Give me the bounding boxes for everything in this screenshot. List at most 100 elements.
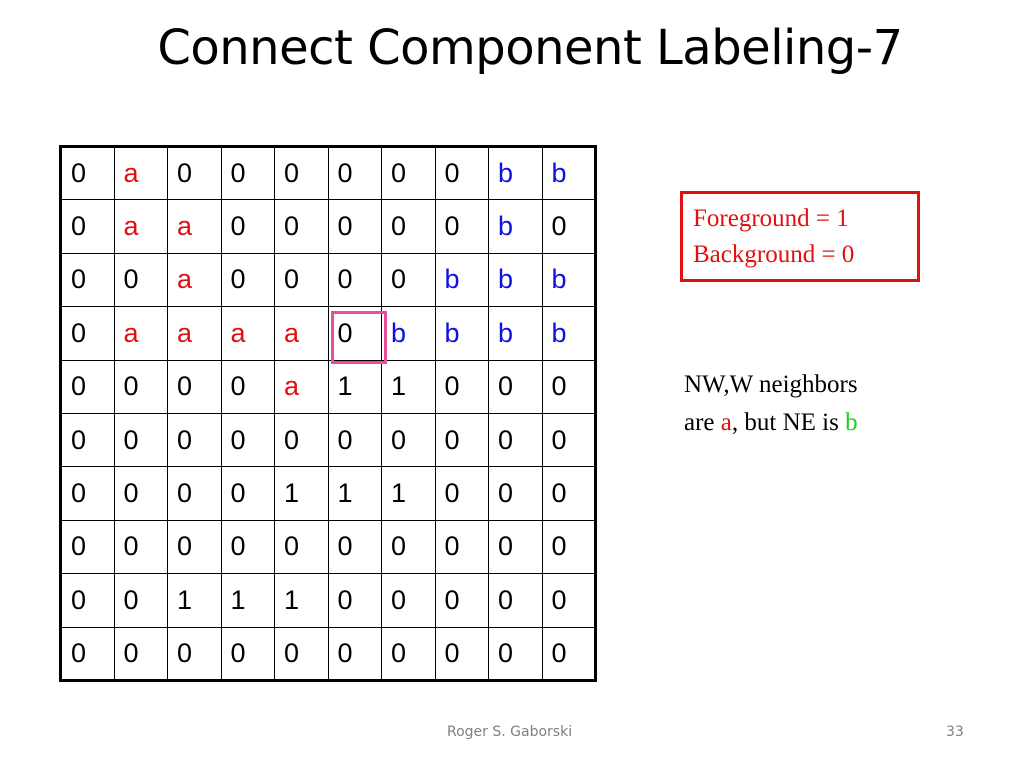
grid-cell: 0 xyxy=(220,626,275,681)
grid-cell: b xyxy=(541,306,596,361)
legend-background: Background = 0 xyxy=(693,241,855,268)
grid-cell: 0 xyxy=(113,412,168,468)
grid-cell: 0 xyxy=(488,466,543,521)
grid-cell: 0 xyxy=(541,412,596,468)
grid-cell: 0 xyxy=(327,199,382,254)
footer-page-number: 33 xyxy=(946,724,964,740)
grid-cell: 0 xyxy=(167,626,222,681)
grid-cell: a xyxy=(113,199,168,254)
grid-cell: 0 xyxy=(488,573,543,628)
grid-cell: 0 xyxy=(327,145,382,201)
neighbor-note: NW,W neighbors are a, but NE is b xyxy=(684,366,984,442)
grid-cell: 0 xyxy=(381,519,436,575)
grid-cell: 0 xyxy=(327,573,382,628)
grid-cell: 0 xyxy=(60,199,115,254)
grid-cell: 0 xyxy=(113,573,168,628)
grid-cell: 1 xyxy=(274,573,329,628)
grid-cell: 1 xyxy=(167,573,222,628)
grid-cell: 0 xyxy=(220,466,275,521)
grid-cell: 0 xyxy=(220,412,275,468)
grid-cell: b xyxy=(541,145,596,201)
grid-cell: 0 xyxy=(381,626,436,681)
grid-cell: a xyxy=(113,306,168,361)
grid-cell: 0 xyxy=(60,573,115,628)
grid-cell: 1 xyxy=(381,359,436,414)
grid-cell: 0 xyxy=(167,466,222,521)
grid-cell: 0 xyxy=(381,412,436,468)
grid-cell: 0 xyxy=(60,145,115,201)
grid-cell: 0 xyxy=(381,145,436,201)
grid-cell: b xyxy=(541,252,596,308)
legend-box: Foreground = 1 Background = 0 xyxy=(680,191,920,282)
grid-cell: 0 xyxy=(113,519,168,575)
legend-foreground: Foreground = 1 xyxy=(693,205,849,232)
grid-cell: b xyxy=(434,252,489,308)
grid-cell: 0 xyxy=(274,412,329,468)
grid-cell: 0 xyxy=(434,199,489,254)
grid-cell: 1 xyxy=(220,573,275,628)
grid-cell: a xyxy=(113,145,168,201)
note-but: , but NE is xyxy=(731,409,846,436)
grid-cell: 0 xyxy=(220,252,275,308)
grid-cell: 0 xyxy=(274,145,329,201)
note-label-a: a xyxy=(720,409,732,436)
grid-cell: 0 xyxy=(60,252,115,308)
grid-cell: 0 xyxy=(488,412,543,468)
grid-cell: 0 xyxy=(434,519,489,575)
grid-cell: a xyxy=(167,252,222,308)
grid-cell: 0 xyxy=(327,412,382,468)
note-are: are xyxy=(684,409,721,436)
grid-cell: 0 xyxy=(434,412,489,468)
grid-cell: 0 xyxy=(327,626,382,681)
grid-cell: 0 xyxy=(434,466,489,521)
grid-cell: 0 xyxy=(60,306,115,361)
grid-cell: 0 xyxy=(434,573,489,628)
grid-cell: b xyxy=(434,306,489,361)
grid-cell: 0 xyxy=(541,626,596,681)
grid-cell: b xyxy=(381,306,436,361)
grid-cell: 0 xyxy=(488,519,543,575)
grid-cell: 0 xyxy=(434,145,489,201)
grid-cell: a xyxy=(167,199,222,254)
grid-cell: 0 xyxy=(327,252,382,308)
grid-cell: 0 xyxy=(434,626,489,681)
grid-cell: a xyxy=(274,359,329,414)
grid-cell: 1 xyxy=(274,466,329,521)
grid-cell: b xyxy=(488,199,543,254)
grid-cell: 0 xyxy=(274,199,329,254)
grid-cell: 0 xyxy=(220,519,275,575)
grid-cell: 0 xyxy=(434,359,489,414)
footer-author: Roger S. Gaborski xyxy=(447,724,573,740)
grid-cell: 0 xyxy=(274,252,329,308)
grid-cell: 0 xyxy=(60,359,115,414)
grid-cell: 0 xyxy=(60,519,115,575)
grid-cell: 0 xyxy=(167,412,222,468)
grid-cell: 0 xyxy=(327,306,382,361)
grid-cell: 0 xyxy=(541,519,596,575)
grid-cell: 0 xyxy=(113,252,168,308)
grid-cell: 0 xyxy=(488,359,543,414)
grid-cell: b xyxy=(488,252,543,308)
grid-cell: a xyxy=(220,306,275,361)
grid-cell: 0 xyxy=(327,519,382,575)
grid-cell: 0 xyxy=(541,199,596,254)
grid-cell: 0 xyxy=(167,519,222,575)
grid-cell: 0 xyxy=(113,466,168,521)
grid-cell: 0 xyxy=(60,466,115,521)
grid-cell: 0 xyxy=(113,359,168,414)
grid-cell: 1 xyxy=(327,466,382,521)
grid-cell: a xyxy=(167,306,222,361)
grid-cell: 0 xyxy=(167,359,222,414)
grid-cell: 0 xyxy=(220,359,275,414)
grid-cell: 0 xyxy=(220,145,275,201)
grid-cell: 0 xyxy=(541,466,596,521)
slide-title: Connect Component Labeling-7 xyxy=(157,20,903,76)
